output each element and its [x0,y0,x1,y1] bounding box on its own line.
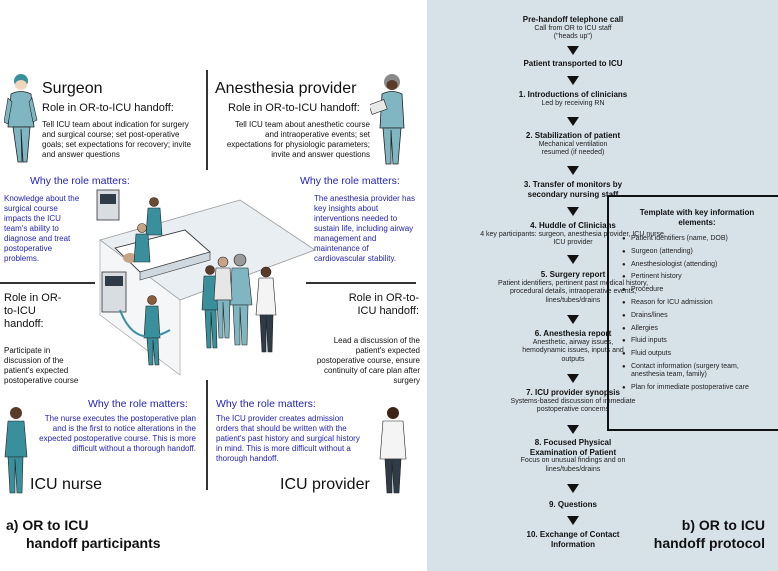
step-detail: 4 key participants: surgeon, anesthesia … [480,230,666,247]
step-huddle: 4. Huddle of Clinicians 4 key participan… [473,221,673,248]
step-title: 4. Huddle of Clinicians [530,221,616,230]
step-title: 3. Transfer of monitors by secondary nur… [523,180,623,199]
divider-horizontal-left [0,282,95,284]
template-title: Template with key information elements: [639,208,755,227]
step-stabilization: 2. Stabilization of patient Mechanical v… [473,131,673,158]
nurse-why-heading: Why the role matters: [88,398,188,410]
nurse-why-text: The nurse executes the postoperative pla… [39,414,196,453]
template-bracket-side [607,195,609,431]
step-detail: Call from OR to ICU staff ("heads up") [534,24,612,41]
surgeon-why-heading: Why the role matters: [30,175,130,187]
template-item: Reason for ICU admission [622,299,772,308]
step-detail: Patient identifiers, pertinent past medi… [497,279,649,304]
step-title: 5. Surgery report [540,270,606,279]
step-icu-synopsis: 7. ICU provider synopsis Systems-based d… [473,388,673,415]
step-detail: Systems-based discussion of immediate po… [510,397,636,414]
template-item: Patient identifiers (name, DOB) [622,235,772,244]
template-item: Procedure [622,286,772,295]
template-bracket-bottom [607,429,778,431]
template-items: Patient identifiers (name, DOB) Surgeon (… [622,235,772,393]
provider-title: ICU provider [280,476,370,493]
panel-a-label: a) OR to ICU handoff participants [6,516,161,552]
step-title: Patient transported to ICU [523,59,623,68]
nurse-role-heading: Role in OR-to-ICU handoff: [4,292,62,330]
step-introductions: 1. Introductions of clinicians Led by re… [473,90,673,108]
template-bracket-top [607,195,778,197]
template-item: Pertinent history [622,273,772,282]
step-title: 9. Questions [548,500,597,509]
provider-role-text: Lead a discussion of the patient's expec… [316,336,420,385]
surgeon-why-text: Knowledge about the surgical course impa… [4,194,80,263]
surgeon-title: Surgeon [42,80,103,97]
step-contact-exchange: 10. Exchange of Contact Information [473,530,673,549]
anesthesia-title: Anesthesia provider [215,80,357,97]
step-transfer-monitors: 3. Transfer of monitors by secondary nur… [473,180,673,199]
divider-horizontal-right [306,282,416,284]
surgeon-role-text: Tell ICU team about indication for surge… [42,120,191,159]
flow-arrow [567,425,579,434]
divider-vertical-top [206,70,208,170]
flow-arrow [567,255,579,264]
flow-arrow [567,484,579,493]
anesthesia-provider-figure [370,74,405,165]
template-item: Allergies [622,325,772,334]
step-title: Pre-handoff telephone call [522,15,624,24]
provider-role-heading: Role in OR-to-ICU handoff: [348,292,419,317]
panel-a-label-line-2: handoff participants [26,535,161,551]
protocol-panel: Pre-handoff telephone call Call from OR … [427,0,778,571]
icu-nurse-figure [4,407,28,494]
step-physical-exam: 8. Focused Physical Examination of Patie… [473,438,673,474]
step-surgery-report: 5. Surgery report Patient identifiers, p… [473,270,673,305]
nurse-title: ICU nurse [30,476,103,493]
flow-arrow [567,46,579,55]
step-detail: Anesthetic, airway issues, hemodynamic i… [522,338,624,363]
flow-arrow [567,166,579,175]
template-item: Fluid outputs [622,350,772,359]
step-title: 6. Anesthesia report [534,329,612,338]
nurse-role-text: Participate in discussion of the patient… [4,346,79,385]
step-title: 10. Exchange of Contact Information [526,530,620,549]
step-questions: 9. Questions [473,500,673,510]
template-item: Anesthesiologist (attending) [622,261,772,270]
template-item: Fluid inputs [622,337,772,346]
anesthesia-role-text: Tell ICU team about anesthetic course an… [226,120,370,159]
flow-arrow [567,207,579,216]
surgeon-figure [4,74,38,163]
panel-a-label-line-1: a) OR to ICU [6,517,89,533]
step-detail: Mechanical ventilation resumed (if neede… [538,140,608,157]
step-transport: Patient transported to ICU [473,59,673,69]
step-detail: Focus on unusual findings and on lines/t… [520,457,626,473]
flow-arrow [567,76,579,85]
template-box: Template with key information elements: … [622,208,772,393]
step-title: 8. Focused Physical Examination of Patie… [529,438,617,457]
panel-b-label: b) OR to ICU handoff protocol [654,516,765,552]
icu-room-illustration [96,189,316,376]
flow-arrow [567,117,579,126]
step-title: 7. ICU provider synopsis [526,388,620,397]
template-item: Plan for immediate postoperative care [622,384,772,393]
step-title: 2. Stabilization of patient [525,131,621,140]
anesthesia-why-heading: Why the role matters: [300,175,400,187]
anesthesia-why-text: The anesthesia provider has key insights… [314,194,415,263]
step-anesthesia-report: 6. Anesthesia report Anesthetic, airway … [473,329,673,364]
flow-arrow [567,516,579,525]
step-pre-handoff: Pre-handoff telephone call Call from OR … [473,15,673,42]
provider-why-heading: Why the role matters: [216,398,316,410]
icu-provider-figure [379,407,407,494]
anesthesia-role-heading: Role in OR-to-ICU handoff: [228,102,360,114]
provider-why-text: The ICU provider creates admission order… [216,414,360,463]
flow-arrow [567,374,579,383]
template-item: Surgeon (attending) [622,248,772,257]
step-detail: Led by receiving RN [541,99,605,107]
surgeon-role-heading: Role in OR-to-ICU handoff: [42,102,174,114]
flow-arrow [567,315,579,324]
panel-b-label-line-1: b) OR to ICU [681,517,765,533]
step-title: 1. Introductions of clinicians [518,90,628,99]
template-item: Contact information (surgery team, anest… [622,363,772,380]
divider-vertical-bottom [206,380,208,490]
panel-b-label-line-2: handoff protocol [653,535,765,551]
template-item: Drains/lines [622,312,772,321]
